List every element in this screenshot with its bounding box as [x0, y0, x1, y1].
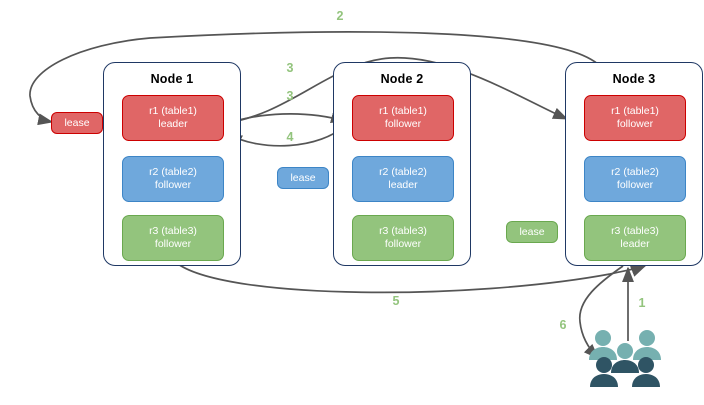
replica-role: follower: [616, 179, 654, 191]
replica-name: r3 (table3): [379, 225, 427, 237]
replica-role: follower: [384, 238, 422, 250]
replica-name: r2 (table2): [149, 166, 197, 178]
step-label-1: 1: [638, 296, 646, 310]
step-label-3-lower: 3: [286, 89, 294, 103]
replica-role: leader: [620, 238, 650, 250]
lease-badge-r3[interactable]: lease: [506, 221, 558, 243]
replica-role: follower: [384, 118, 422, 130]
replica-node3-r1[interactable]: r1 (table1) follower: [584, 95, 686, 141]
replica-role: leader: [388, 179, 418, 191]
step-label-6: 6: [559, 318, 567, 332]
node-title: Node 2: [380, 72, 424, 86]
replica-name: r2 (table2): [379, 166, 427, 178]
users-icon: [589, 330, 661, 387]
replica-role: leader: [158, 118, 188, 130]
replica-name: r1 (table1): [379, 105, 427, 117]
replica-node1-r3[interactable]: r3 (table3) follower: [122, 215, 224, 261]
replica-name: r1 (table1): [611, 105, 659, 117]
replica-node3-r2[interactable]: r2 (table2) follower: [584, 156, 686, 202]
lease-badge-r1[interactable]: lease: [51, 112, 103, 134]
node-container-node2[interactable]: Node 2 r1 (table1) follower r2 (table2) …: [333, 62, 471, 266]
lease-label: lease: [64, 117, 90, 129]
replica-name: r2 (table2): [611, 166, 659, 178]
replica-name: r1 (table1): [149, 105, 197, 117]
lease-label: lease: [290, 172, 316, 184]
replica-node1-r1[interactable]: r1 (table1) leader: [122, 95, 224, 141]
node-title: Node 1: [150, 72, 194, 86]
step-label-5: 5: [392, 294, 400, 308]
replica-node2-r1[interactable]: r1 (table1) follower: [352, 95, 454, 141]
node-title: Node 3: [612, 72, 656, 86]
edge-step-5: [177, 263, 647, 294]
replica-name: r3 (table3): [611, 225, 659, 237]
node-container-node1[interactable]: Node 1 r1 (table1) leader r2 (table2) fo…: [103, 62, 241, 266]
replica-role: follower: [154, 238, 192, 250]
replica-node3-r3[interactable]: r3 (table3) leader: [584, 215, 686, 261]
step-label-2: 2: [336, 9, 344, 23]
replica-node2-r3[interactable]: r3 (table3) follower: [352, 215, 454, 261]
replica-node2-r2[interactable]: r2 (table2) leader: [352, 156, 454, 202]
replica-name: r3 (table3): [149, 225, 197, 237]
node-container-node3[interactable]: Node 3 r1 (table1) follower r2 (table2) …: [565, 62, 703, 266]
step-label-4: 4: [286, 130, 294, 144]
replica-role: follower: [616, 118, 654, 130]
replica-node1-r2[interactable]: r2 (table2) follower: [122, 156, 224, 202]
replica-role: follower: [154, 179, 192, 191]
lease-label: lease: [519, 226, 545, 238]
lease-badge-r2[interactable]: lease: [277, 167, 329, 189]
step-label-3-upper: 3: [286, 61, 294, 75]
